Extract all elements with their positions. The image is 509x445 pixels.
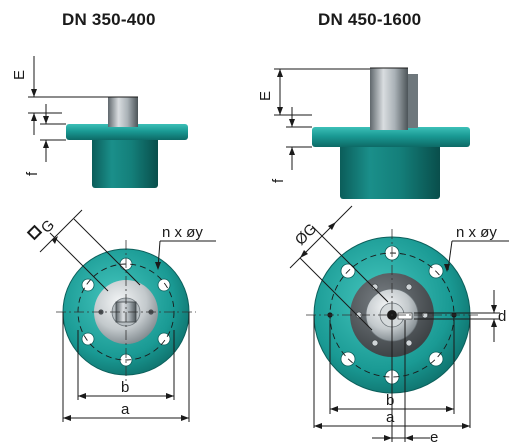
heading-dn-350-400: DN 350-400 — [62, 10, 156, 29]
body-left — [92, 136, 158, 188]
bolt-hole — [81, 278, 95, 292]
dimension-d-right: d — [414, 290, 506, 342]
label-og: ØG — [292, 220, 321, 249]
label-e-right: E — [257, 91, 274, 101]
label-b-right: b — [386, 392, 394, 409]
dimension-e-right: E — [257, 68, 370, 116]
shaft-left — [108, 97, 138, 127]
dimension-e-left: E — [11, 56, 108, 135]
flange-right — [312, 127, 470, 147]
bolt-hole — [157, 332, 171, 346]
label-d: d — [498, 308, 506, 325]
dimension-abe-right: b a e — [313, 315, 471, 445]
shaft-right — [370, 68, 408, 130]
side-view-right — [312, 67, 470, 199]
label-e-small: e — [430, 429, 438, 445]
flange-left — [66, 124, 188, 140]
label-nxy-left: n x øy — [162, 224, 203, 241]
body-right — [340, 143, 440, 199]
label-nxy-right: n x øy — [456, 224, 497, 241]
front-view-left — [56, 240, 196, 384]
label-f-right: f — [270, 178, 287, 183]
label-e-left: E — [11, 70, 28, 80]
dimension-f-left: f — [24, 104, 66, 176]
side-view-left — [66, 96, 188, 188]
square-symbol-icon — [26, 224, 43, 241]
leader-nxy-right: n x øy — [444, 224, 509, 272]
label-b-left: b — [121, 379, 129, 396]
label-f-left: f — [24, 171, 41, 176]
bolt-hole — [428, 351, 444, 367]
bolt-hole — [81, 332, 95, 346]
bolt-hole — [157, 278, 171, 292]
leader-nxy-left: n x øy — [155, 224, 216, 270]
dimension-ab-left: b a — [62, 312, 190, 422]
heading-dn-450-1600: DN 450-1600 — [318, 10, 422, 29]
dimension-f-right: f — [270, 107, 312, 183]
label-a-left: a — [121, 401, 130, 418]
label-a-right: a — [386, 409, 395, 426]
